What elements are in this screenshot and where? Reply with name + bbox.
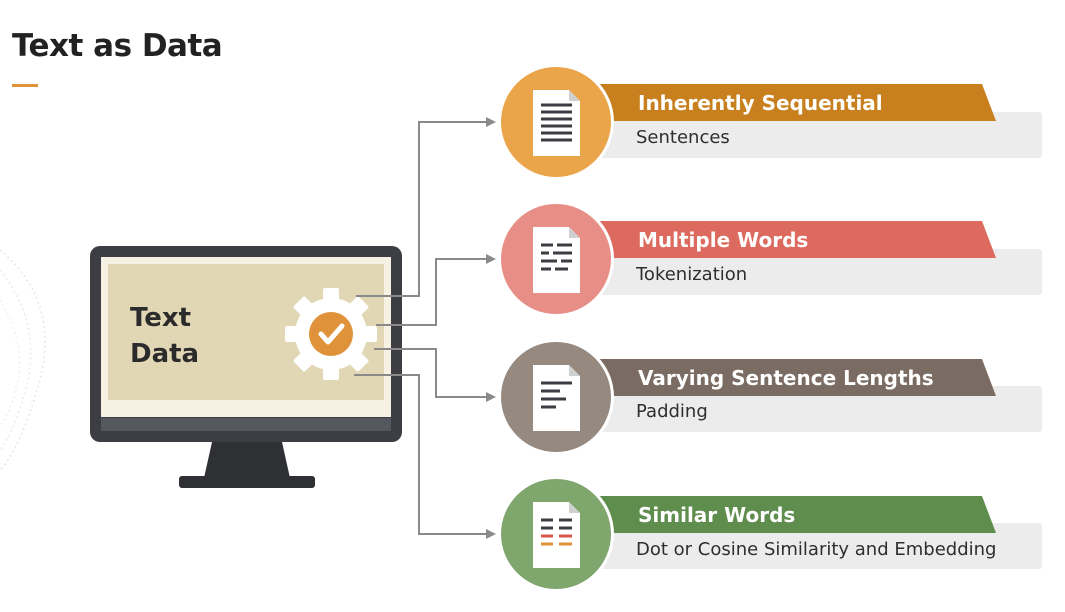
item-varying-sentence-lengths (498, 339, 1042, 455)
document-lines-icon (533, 90, 580, 156)
item-multiple-words (498, 201, 1042, 317)
item-inherently-sequential (498, 64, 1042, 180)
page-title: Text as Data (12, 28, 223, 64)
item-subtitle: Dot or Cosine Similarity and Embedding (636, 539, 997, 560)
gear-check-icon (285, 288, 377, 380)
item-title: Inherently Sequential (638, 91, 883, 115)
item-title: Multiple Words (638, 228, 809, 252)
item-subtitle: Padding (636, 401, 708, 422)
document-dashes-icon (533, 227, 580, 293)
item-subtitle: Sentences (636, 127, 730, 148)
monitor-screen-label: Text Data (130, 303, 200, 369)
connector-lines (354, 117, 496, 539)
item-title: Varying Sentence Lengths (638, 366, 934, 390)
decorative-background (0, 249, 46, 471)
item-similar-words (498, 476, 1042, 592)
item-subtitle: Tokenization (636, 264, 748, 285)
title-underline (12, 84, 38, 87)
document-colored-dashes-icon (533, 502, 580, 568)
document-short-lines-icon (533, 365, 580, 431)
item-title: Similar Words (638, 503, 796, 527)
